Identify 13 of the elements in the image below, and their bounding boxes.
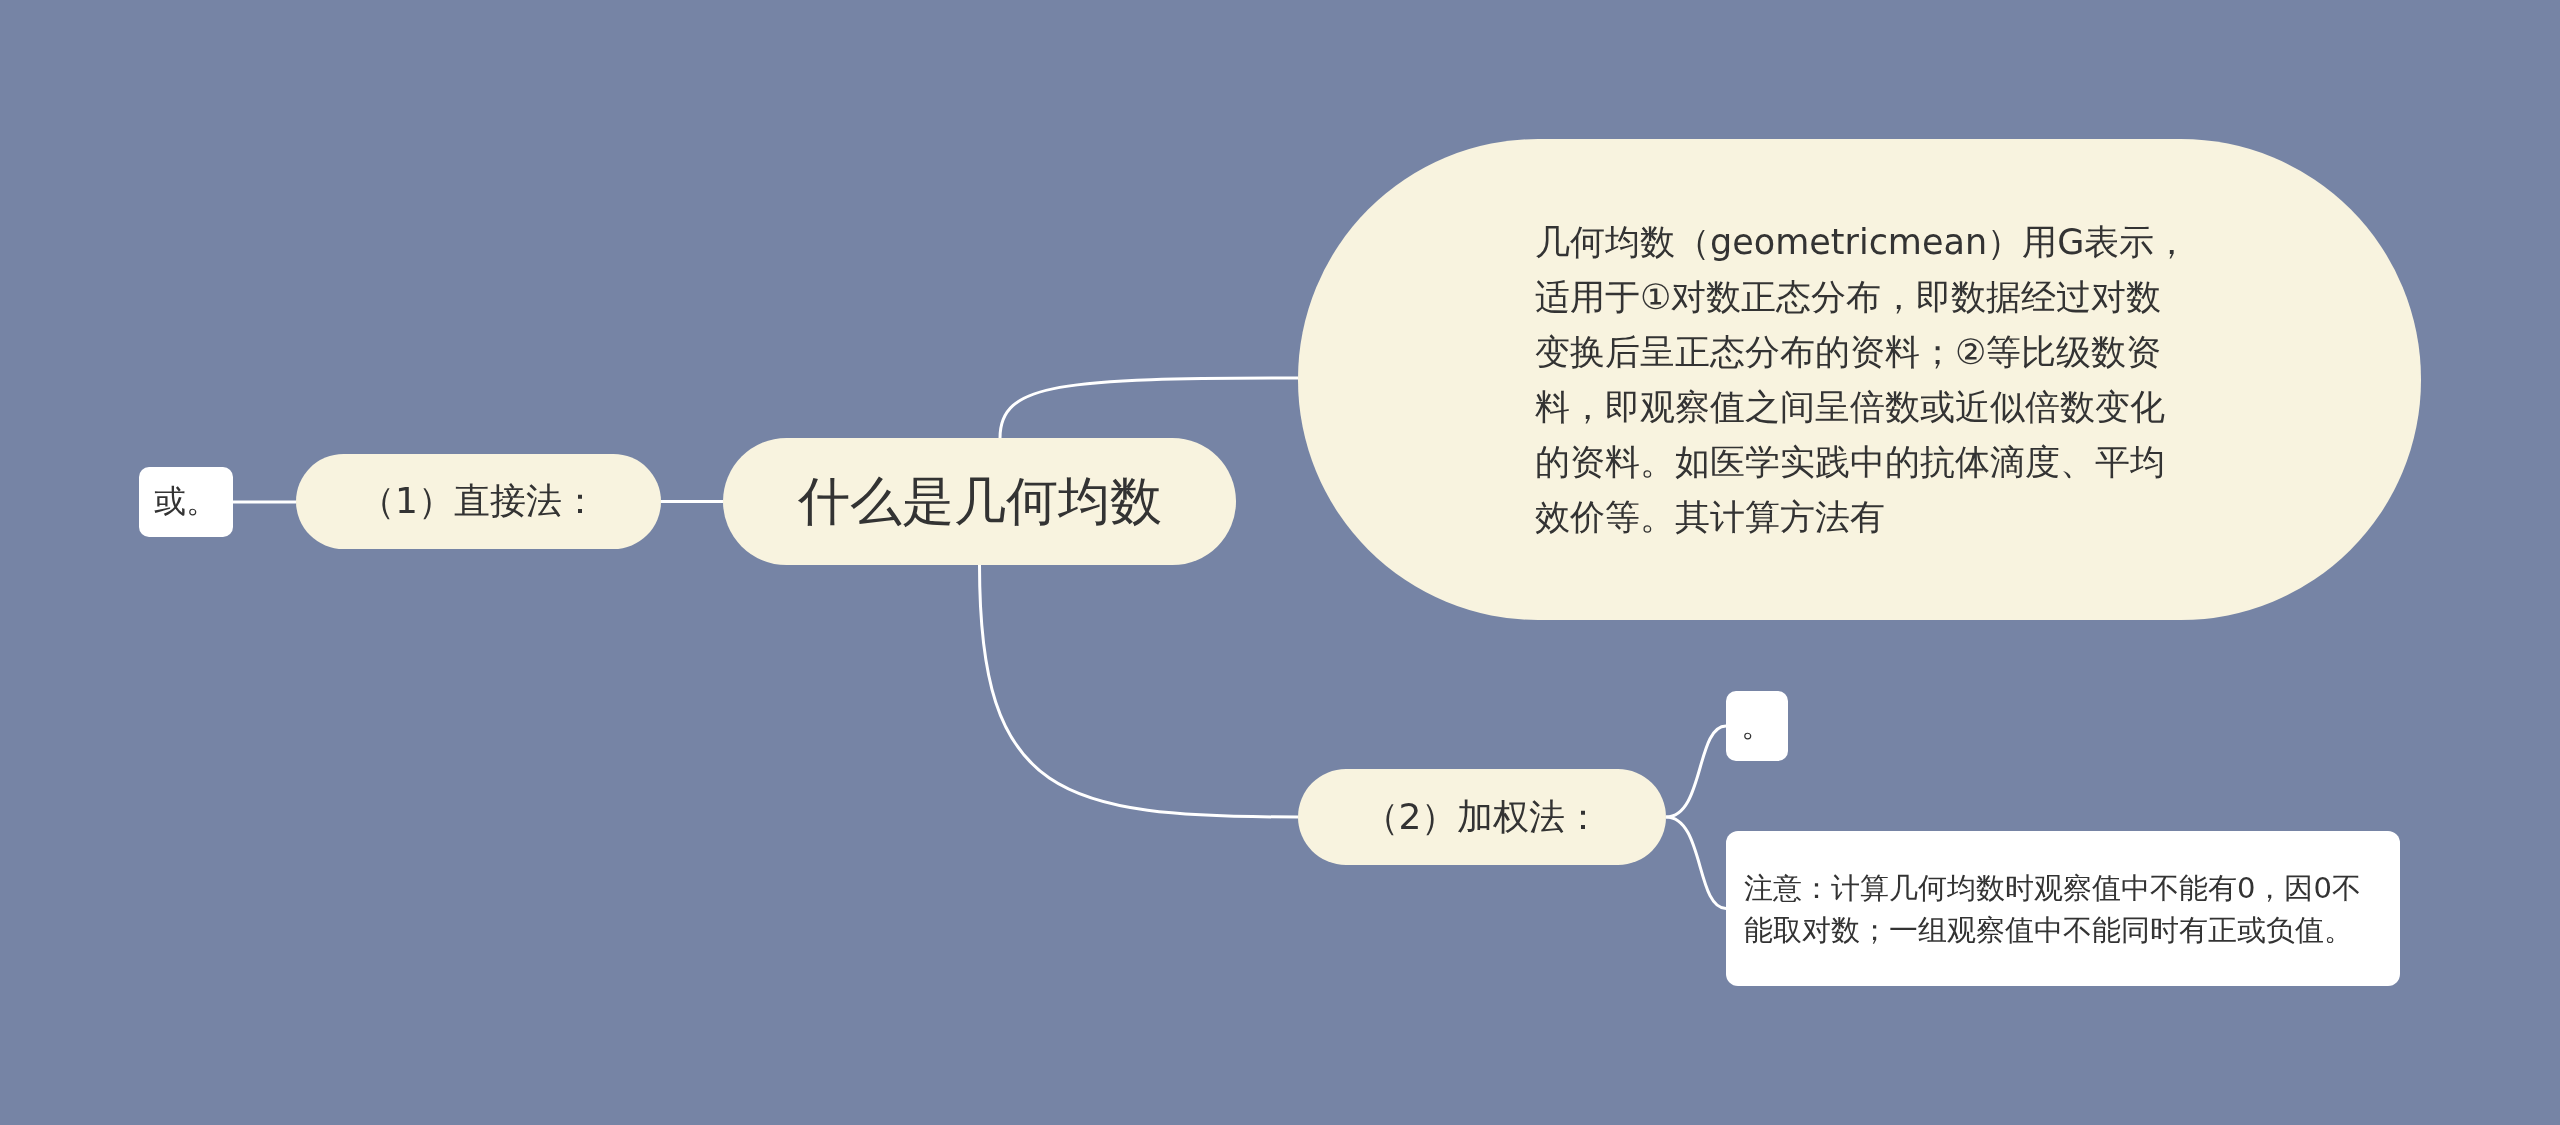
connector-line	[233, 500, 296, 504]
topic-box: 几何均数（geometricmean）用G表示，适用于①对数正态分布，即数据经过对数变换后呈正态分布的资料；②等比级数资料，即观察值之间呈倍数或近似倍数变化的资料。如医学实践中的抗体滴度、平均效价等。其计算方法有	[1298, 139, 2421, 620]
connector-line	[661, 500, 723, 503]
note-box: 注意：计算几何均数时观察值中不能有0，因0不能取对数；一组观察值中不能同时有正或负值。	[1726, 831, 2400, 986]
connector-line	[978, 564, 1298, 819]
connector-line	[1665, 724, 1727, 819]
connector-line	[1665, 815, 1727, 910]
note-box: 。	[1726, 691, 1788, 761]
topic-box: （2）加权法：	[1298, 769, 1666, 865]
topic-box: 什么是几何均数	[723, 438, 1236, 565]
topic-box: （1）直接法：	[296, 454, 661, 549]
note-box: 或。	[139, 467, 233, 537]
connector-line	[998, 376, 1298, 439]
